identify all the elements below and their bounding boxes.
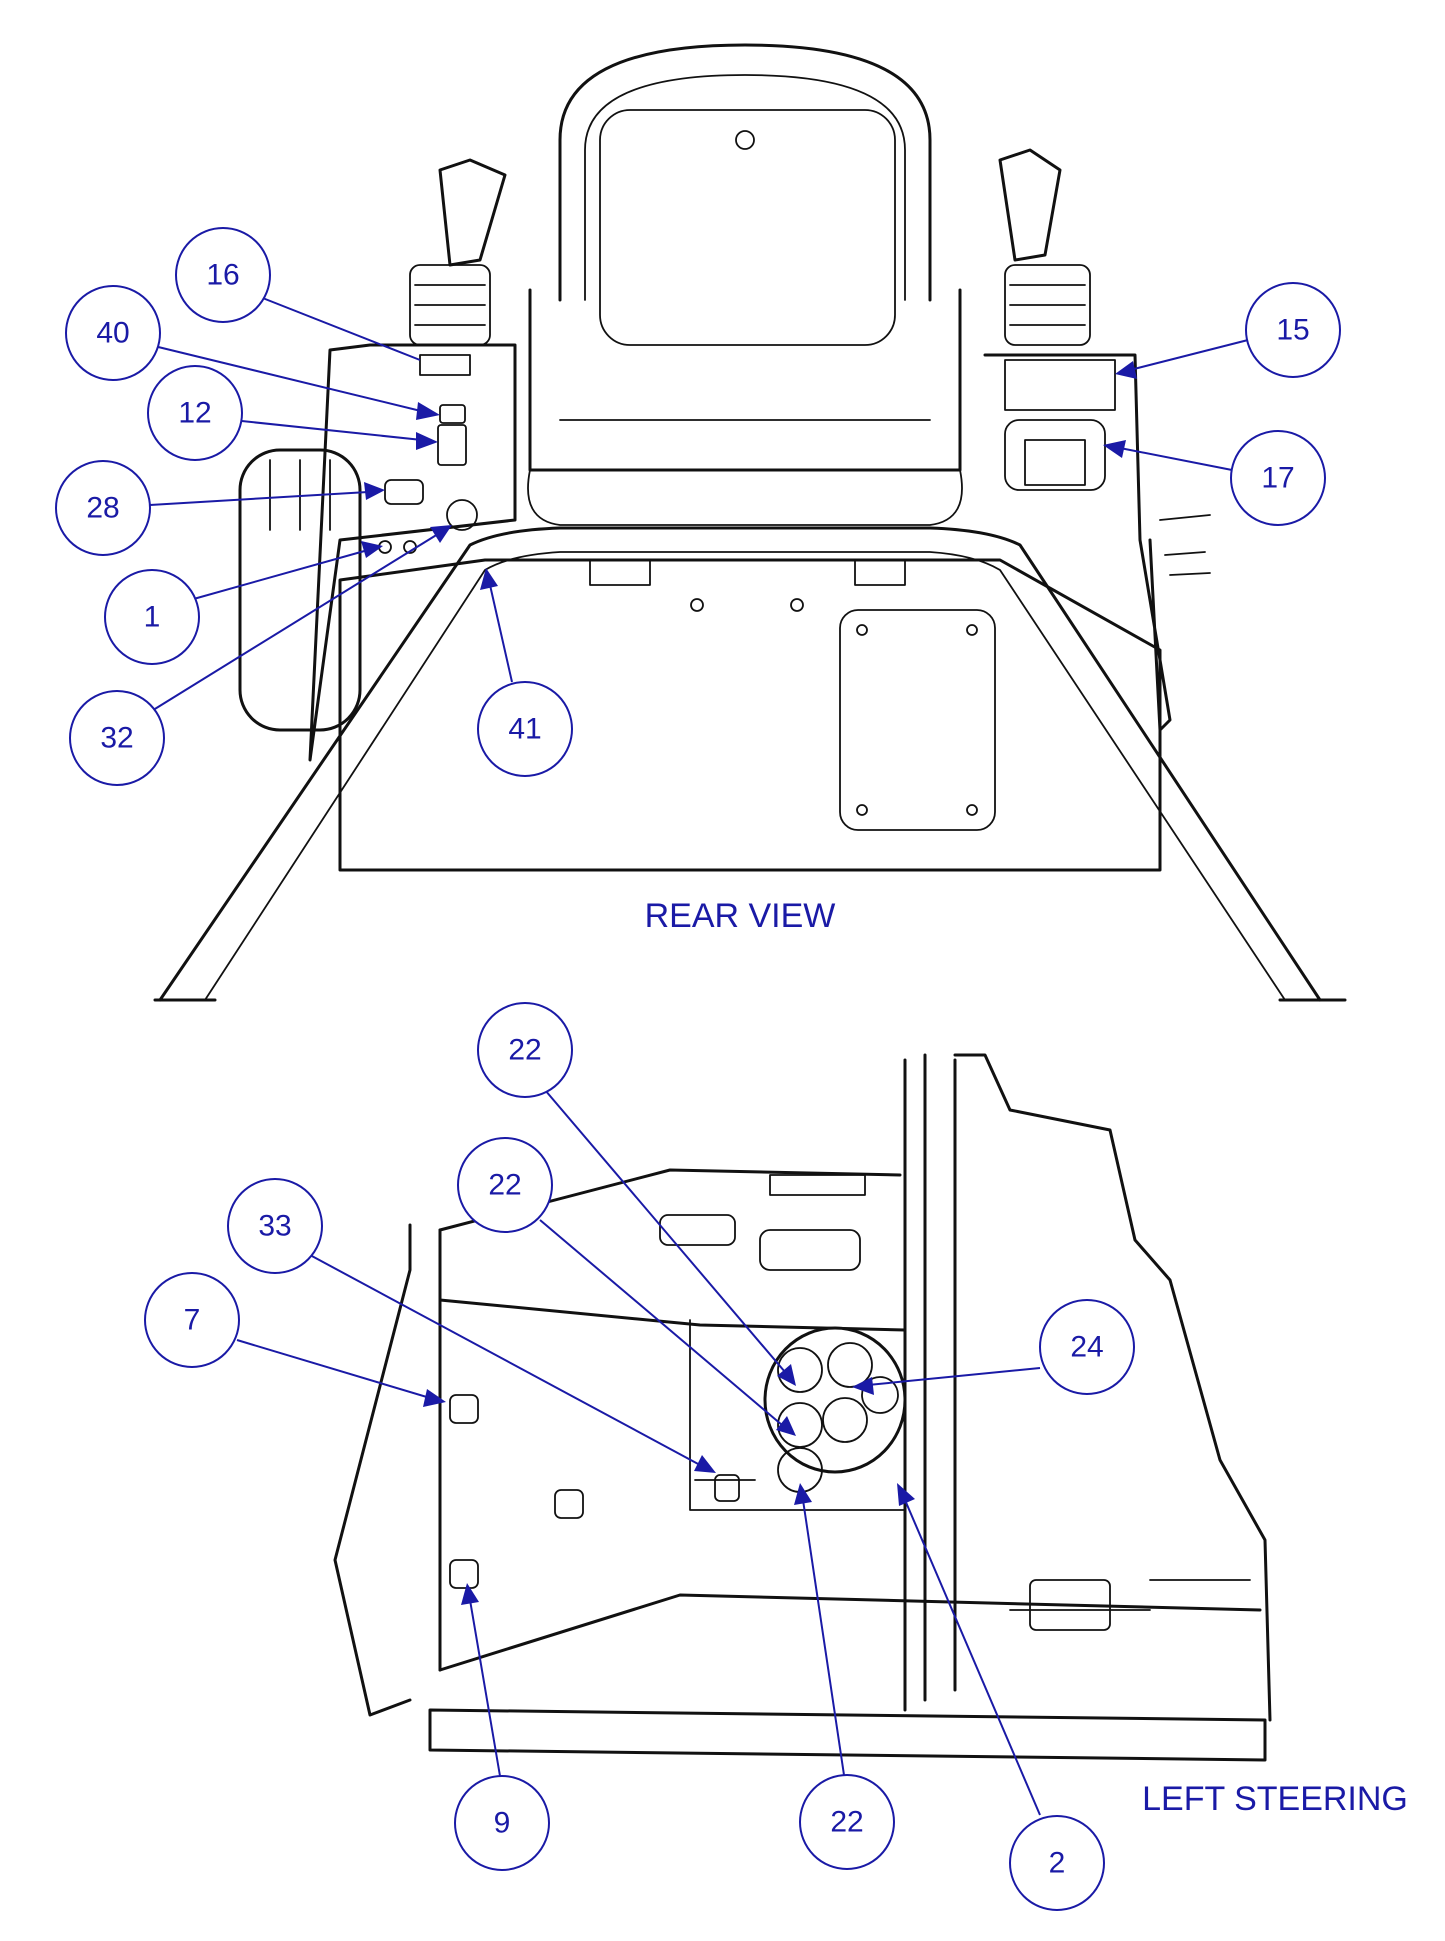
- rear-view-caption: REAR VIEW: [645, 897, 836, 935]
- callout-41: 41: [477, 568, 573, 777]
- callout-28-label: 28: [86, 492, 119, 525]
- callout-41-label: 41: [508, 713, 541, 746]
- callout-32: 32: [69, 525, 452, 786]
- callout-15: 15: [1115, 282, 1341, 379]
- left-steering-drawing: [333, 1053, 1272, 1762]
- callout-22-mid-label: 22: [488, 1169, 521, 1202]
- callout-28: 28: [55, 460, 385, 556]
- callout-2: 2: [897, 1483, 1105, 1911]
- callout-16: 16: [175, 227, 421, 361]
- callout-33: 33: [227, 1178, 716, 1473]
- callout-22-bottom-label: 22: [830, 1806, 863, 1839]
- callout-1-label: 1: [144, 601, 161, 634]
- callout-12: 12: [147, 365, 438, 461]
- callout-7: 7: [144, 1272, 446, 1407]
- callout-7-label: 7: [184, 1304, 201, 1337]
- callout-24-label: 24: [1070, 1331, 1103, 1364]
- callout-22-top: 22: [477, 1002, 796, 1386]
- callout-17-label: 17: [1261, 462, 1294, 495]
- callout-22-top-label: 22: [508, 1034, 541, 1067]
- callout-33-label: 33: [258, 1210, 291, 1243]
- callout-40: 40: [65, 285, 440, 420]
- callout-17: 17: [1103, 430, 1326, 526]
- callout-9: 9: [454, 1583, 550, 1871]
- callout-22-bottom: 22: [794, 1483, 895, 1870]
- callout-1: 1: [104, 541, 383, 665]
- callout-32-label: 32: [100, 722, 133, 755]
- callout-9-label: 9: [494, 1807, 511, 1840]
- callout-16-label: 16: [206, 259, 239, 292]
- rear-view-drawing: [153, 43, 1347, 1002]
- left-steering-caption: LEFT STEERING: [1142, 1780, 1408, 1818]
- callout-24: 24: [852, 1299, 1135, 1395]
- callout-2-label: 2: [1049, 1847, 1066, 1880]
- callout-15-label: 15: [1276, 314, 1309, 347]
- callout-40-label: 40: [96, 317, 129, 350]
- callout-12-label: 12: [178, 397, 211, 430]
- callout-22-mid: 22: [457, 1137, 796, 1436]
